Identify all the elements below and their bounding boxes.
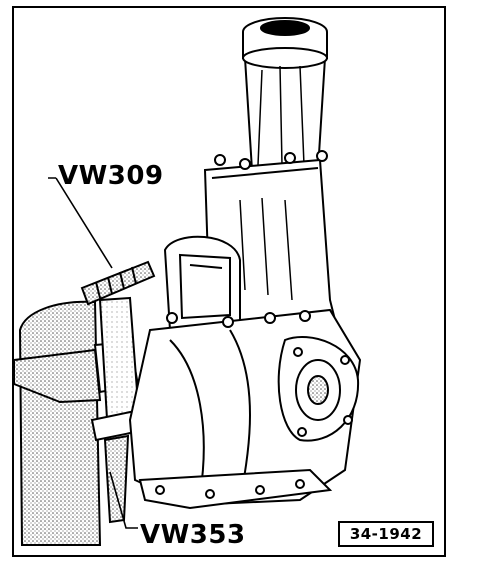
adapter-tool-illustration: [80, 260, 156, 306]
transmission-assembly-illustration: [128, 17, 362, 510]
callout-vw353: VW353: [140, 520, 246, 550]
callout-vw309: VW309: [58, 161, 164, 191]
leader-lines: [48, 177, 138, 529]
figure-reference-box: 34-1942: [338, 521, 434, 547]
tool-stand-illustration: [13, 296, 147, 546]
figure-border: [12, 6, 446, 557]
